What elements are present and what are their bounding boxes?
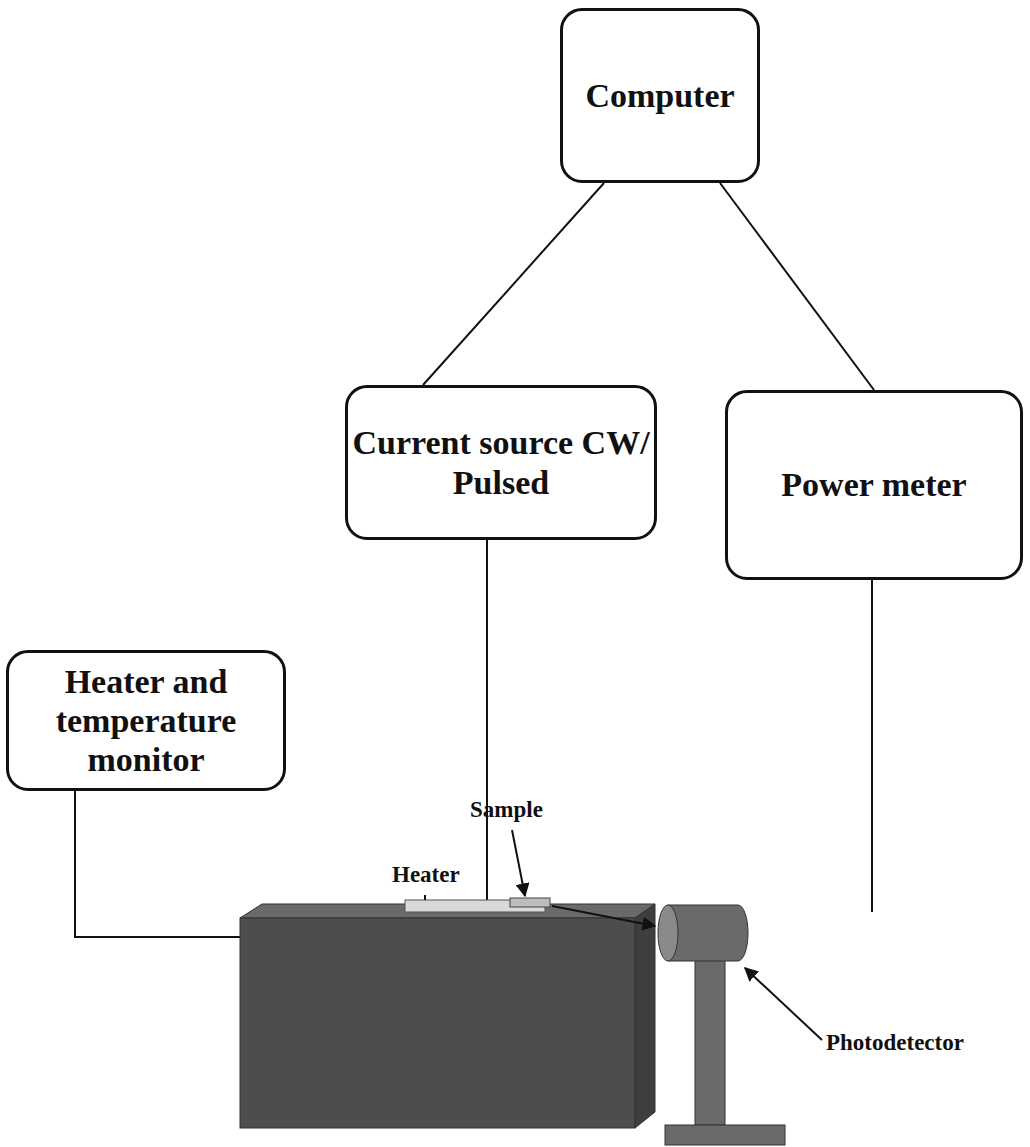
box-label: Computer xyxy=(585,76,734,115)
instrument-box: Current source CW/ Pulsed xyxy=(345,385,657,540)
detector-base xyxy=(665,1125,785,1145)
wire xyxy=(486,540,488,912)
instrument-box: Power meter xyxy=(725,390,1023,580)
part-label: Photodetector xyxy=(826,1030,964,1056)
sample-chip xyxy=(510,898,550,907)
leader-line xyxy=(512,830,525,896)
leader-line xyxy=(424,895,426,900)
box-label: Current source CW/ Pulsed xyxy=(348,423,654,501)
connector-line xyxy=(423,183,604,385)
box-label: Heater and temperature monitor xyxy=(9,662,283,779)
stage-block xyxy=(240,918,635,1128)
part-label: Sample xyxy=(470,797,543,823)
stage-side xyxy=(635,904,655,1128)
wire xyxy=(871,580,873,912)
leader-line xyxy=(745,968,822,1040)
detector-post xyxy=(695,955,725,1125)
connector-line xyxy=(720,183,874,390)
box-label: Power meter xyxy=(781,465,966,504)
light-beam xyxy=(552,906,655,926)
detector-face xyxy=(658,905,678,961)
part-label: Heater xyxy=(392,862,460,888)
instrument-box: Computer xyxy=(560,8,760,183)
detector-head xyxy=(668,905,748,961)
instrument-box: Heater and temperature monitor xyxy=(6,650,286,791)
wire xyxy=(75,790,240,937)
